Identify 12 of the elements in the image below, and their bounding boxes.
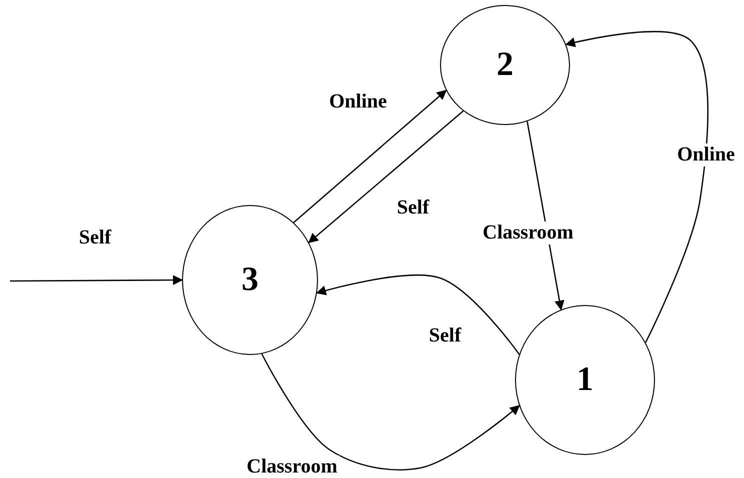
arrow [526,121,564,310]
arrow [293,90,447,224]
state-number: 2 [496,46,514,84]
edge-label: Classroom [480,222,576,244]
state-number: 3 [242,261,258,299]
arrow [565,31,708,343]
arrow [261,354,520,470]
arrow [10,275,183,286]
state-number: 1 [576,361,594,399]
arrow [308,110,464,244]
arrow [316,274,520,355]
edge-label: Online [675,144,737,166]
